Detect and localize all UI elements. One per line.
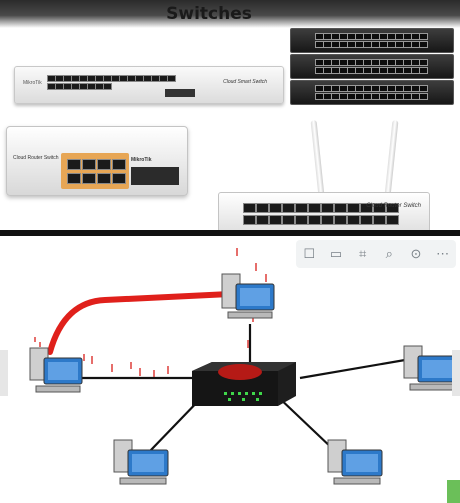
slide-title: Switches (166, 4, 252, 24)
bottom-right-badge (447, 480, 460, 503)
stack-unit (290, 28, 454, 53)
switch2-sfp (131, 167, 179, 185)
slide-switches: Switches MikroTik Cloud Smart Switch (0, 0, 460, 236)
cloud-router-switch-wifi-image: Cloud Router Switch (218, 192, 430, 236)
stack-unit (290, 54, 454, 79)
switch3-ports (243, 203, 399, 225)
computer-bottom-left (113, 439, 169, 485)
computer-bottom-right (327, 439, 383, 485)
comment-icon[interactable]: ☐ (303, 246, 316, 261)
scroll-handle-left[interactable] (0, 350, 8, 396)
more-icon[interactable]: ⋯ (436, 246, 450, 261)
image-viewer-toolbar: ☐ ▭ ⌗ ⌕ ⊙ ⋯ (296, 240, 456, 268)
stack-unit (290, 80, 454, 105)
switch3-model: Cloud Router Switch (366, 203, 421, 209)
scroll-handle-right[interactable] (452, 350, 460, 396)
cable-right (299, 358, 406, 380)
switch1-model: Cloud Smart Switch (223, 79, 267, 85)
stacked-switches-image (290, 28, 454, 106)
switch1-ports (47, 75, 176, 90)
cloud-router-switch-small-image: Cloud Router Switch MikroTik (6, 126, 188, 196)
cable-bottom-right (274, 393, 336, 452)
red-ticks (34, 248, 267, 377)
network-switch (192, 362, 296, 406)
switch1-brand: MikroTik (23, 80, 42, 86)
slide-divider (0, 230, 460, 236)
download-icon[interactable]: ⊙ (410, 246, 422, 261)
switch2-brand: Cloud Router Switch (13, 155, 59, 161)
switch2-port-panel (61, 153, 129, 189)
topology-svg (29, 248, 457, 485)
stack-icon[interactable]: ▭ (329, 246, 343, 261)
switch1-sfp (165, 89, 195, 97)
star-topology-diagram: ☐ ▭ ⌗ ⌕ ⊙ ⋯ (0, 236, 460, 503)
cloud-smart-switch-image: MikroTik Cloud Smart Switch (14, 66, 284, 104)
switch2-logo: MikroTik (131, 157, 152, 163)
computer-top (221, 273, 275, 319)
computer-right (403, 345, 457, 391)
computer-left (29, 347, 83, 393)
red-highlight-cable (47, 291, 233, 355)
zoom-icon[interactable]: ⌕ (385, 246, 393, 261)
slide-header-bar (0, 0, 460, 28)
crop-icon[interactable]: ⌗ (358, 246, 367, 261)
